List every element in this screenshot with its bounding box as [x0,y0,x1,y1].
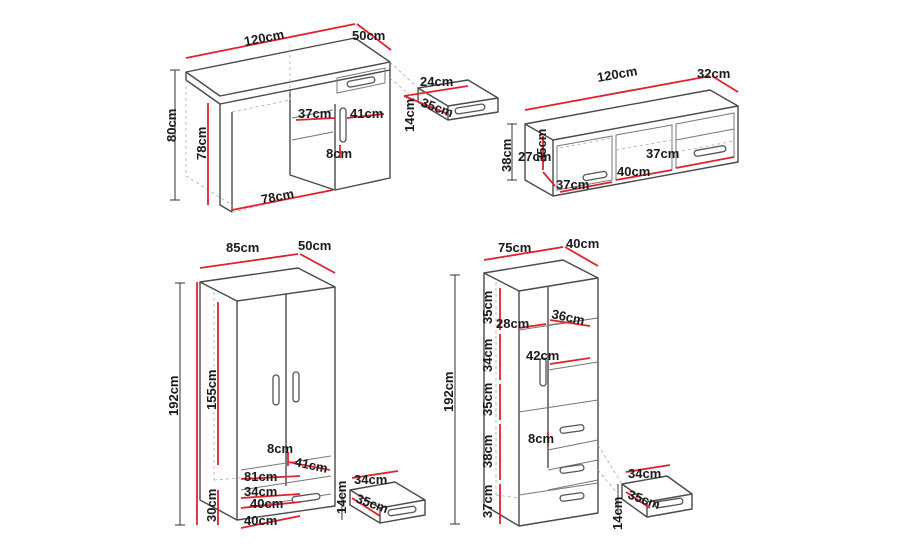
cabinet-width-label: 120cm [596,63,638,85]
wardrobe-shelf-width-label: 40cm [250,496,283,511]
cabinet-drawing [507,75,739,197]
bookcase-h2-label: 34cm [480,339,495,372]
desk-shelf-depth-label: 41cm [350,106,383,121]
bookcase-gap-label: 8cm [528,431,554,446]
wardrobe-inner-height-label: 155cm [204,370,219,410]
cabinet-left-width-label: 37cm [556,177,589,192]
wardrobe-shelf-height-label: 34cm [244,484,277,499]
wardrobe-drawer-height-label: 14cm [334,481,349,514]
desk-shelf-gap-label: 8cm [326,146,352,161]
bookcase-h5-label: 37cm [480,485,495,518]
desk-shelf-width-label: 37cm [298,106,331,121]
wardrobe-drawer-depth-label: 35cm [354,491,390,516]
desk-inner-height-label: 78cm [194,127,209,160]
bookcase-drawer-depth-label: 35cm [626,487,662,512]
bookcase-shelf-depth-label: 36cm [550,306,586,328]
bookcase-h4-label: 38cm [480,435,495,468]
wardrobe-drawer-width-label: 34cm [354,472,387,487]
wardrobe-depth-label: 50cm [298,238,331,253]
bookcase-h1-label: 35cm [480,291,495,324]
wardrobe-rail-depth-label: 41cm [293,454,329,476]
bookcase-shelf-width-label: 28cm [496,316,529,331]
cabinet-height-label: 38cm [499,139,514,172]
wardrobe-drawing [175,253,426,529]
bookcase-drawing [450,246,693,527]
wardrobe-height-label: 192cm [166,376,181,416]
wardrobe-inner-width-label: 81cm [244,469,277,484]
bookcase-drawer-height-label: 14cm [610,497,625,530]
wardrobe-gap-label: 8cm [267,441,293,456]
cabinet-middle-width-label: 40cm [617,164,650,179]
bookcase-drawer-width-label: 34cm [628,466,661,481]
wardrobe-width-label: 85cm [226,240,259,255]
desk-depth-label: 50cm [352,28,385,43]
wardrobe-bottom-height-label: 30cm [204,489,219,522]
cabinet-door-height-label: 27cm [518,149,551,164]
cabinet-inner-height-label: 35cm [534,129,549,162]
desk-inner-width-label: 78cm [260,186,296,207]
desk-width-label: 120cm [243,26,286,48]
cabinet-right-width-label: 37cm [646,146,679,161]
desk-drawer-height-label: 14cm [402,99,417,132]
bookcase-door-width-label: 42cm [526,348,559,363]
desk-height-label: 80cm [164,109,179,142]
desk-drawer-width-label: 24cm [420,74,453,89]
cabinet-depth-label: 32cm [697,66,730,81]
bookcase-h3-label: 35cm [480,383,495,416]
bookcase-width-label: 75cm [498,240,531,255]
bookcase-depth-label: 40cm [566,236,599,251]
wardrobe-drawer-width-lower-label: 40cm [244,513,277,528]
desk-drawer-depth-label: 35cm [419,95,455,120]
bookcase-height-label: 192cm [441,372,456,412]
desk-drawing [170,23,499,213]
